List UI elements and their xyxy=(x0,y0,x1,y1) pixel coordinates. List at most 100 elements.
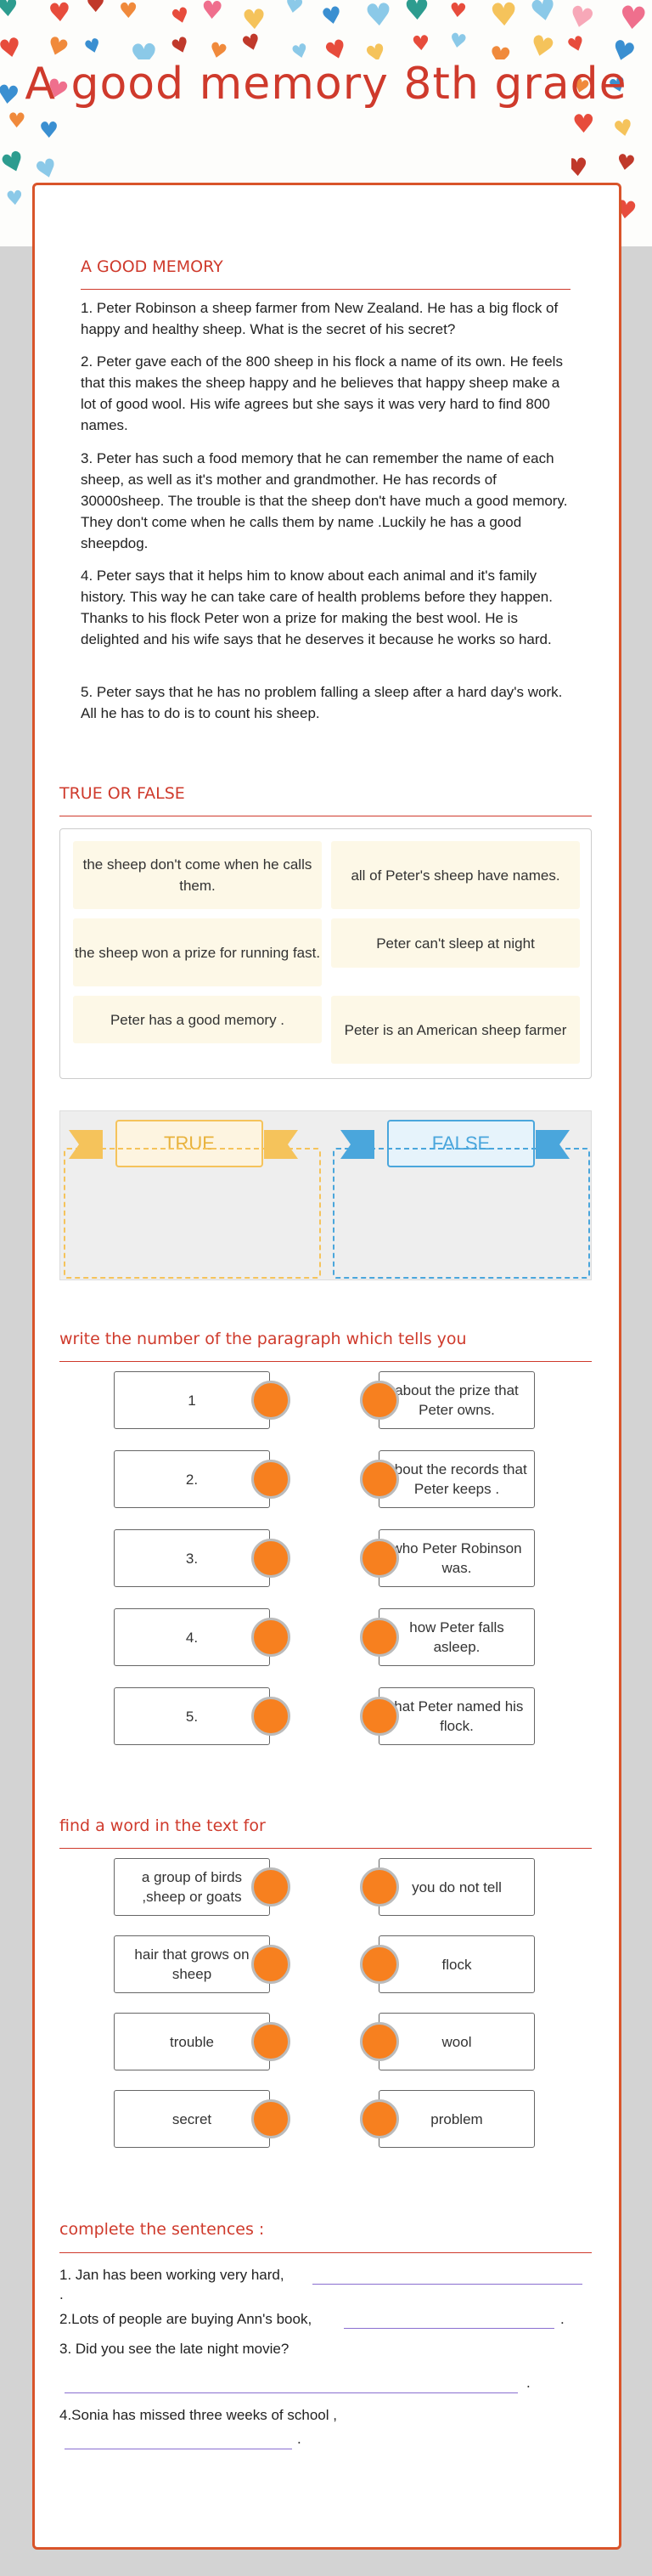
paragraph-match-rule xyxy=(59,1361,592,1362)
reading-heading: A GOOD MEMORY xyxy=(81,257,223,276)
match-left-item[interactable]: 2. xyxy=(114,1450,270,1508)
match-connector-dot[interactable] xyxy=(360,1460,399,1499)
paragraph-5: 5. Peter says that he has no problem fal… xyxy=(81,684,563,721)
match-right-item[interactable]: about the prize that Peter owns. xyxy=(379,1371,535,1429)
match-left-item[interactable]: hair that grows on sheep xyxy=(114,1935,270,1993)
sentence-2-blank[interactable] xyxy=(344,2328,554,2329)
complete-rule xyxy=(59,2252,592,2253)
title-band xyxy=(81,59,571,187)
sentence-1-blank[interactable] xyxy=(312,2284,582,2285)
sentence-3: 3. Did you see the late night movie? xyxy=(59,2341,289,2357)
match-connector-dot[interactable] xyxy=(360,1618,399,1657)
true-label: TRUE xyxy=(115,1120,263,1167)
match-connector-dot[interactable] xyxy=(251,2099,290,2138)
match-left-item[interactable]: secret xyxy=(114,2090,270,2148)
match-left-item[interactable]: 3. xyxy=(114,1529,270,1587)
heart-decoration-icon: ♥ xyxy=(319,1,345,32)
true-false-heading: TRUE OR FALSE xyxy=(59,784,185,803)
match-connector-dot[interactable] xyxy=(251,2022,290,2061)
heart-decoration-icon: ♥ xyxy=(4,187,25,211)
heart-decoration-icon: ♥ xyxy=(611,114,637,144)
sentence-2: 2.Lots of people are buying Ann's book, xyxy=(59,2311,312,2327)
match-connector-dot[interactable] xyxy=(251,1460,290,1499)
heart-decoration-icon: ♥ xyxy=(0,144,30,182)
heart-decoration-icon: ♥ xyxy=(168,2,193,31)
heart-decoration-icon: ♥ xyxy=(447,29,469,54)
match-right-item[interactable]: who Peter Robinson was. xyxy=(379,1529,535,1587)
match-connector-dot[interactable] xyxy=(360,1697,399,1736)
match-connector-dot[interactable] xyxy=(360,1867,399,1907)
match-left-item[interactable]: 4. xyxy=(114,1608,270,1666)
word-match-heading: find a word in the text for xyxy=(59,1816,266,1835)
sentence-2-period: . xyxy=(560,2311,565,2327)
sentence-1: 1. Jan has been working very hard, xyxy=(59,2267,284,2283)
heart-decoration-icon: ♥ xyxy=(47,0,73,29)
heart-decoration-icon: ♥ xyxy=(38,117,59,144)
heart-decoration-icon: ♥ xyxy=(614,149,638,177)
heart-decoration-icon: ♥ xyxy=(527,0,560,31)
match-connector-dot[interactable] xyxy=(251,1867,290,1907)
heart-decoration-icon: ♥ xyxy=(200,0,224,25)
page-title: A good memory 8th grade xyxy=(25,59,627,110)
match-left-item[interactable]: 1 xyxy=(114,1371,270,1429)
paragraph-4: 4. Peter says that it helps him to know … xyxy=(81,568,553,647)
match-connector-dot[interactable] xyxy=(251,1945,290,1984)
statement-card[interactable]: the sheep don't come when he calls them. xyxy=(73,841,322,909)
match-right-item[interactable]: problem xyxy=(379,2090,535,2148)
paragraph-1: 1. Peter Robinson a sheep farmer from Ne… xyxy=(81,300,559,337)
statement-card[interactable]: Peter has a good memory . xyxy=(73,996,322,1043)
match-connector-dot[interactable] xyxy=(360,1945,399,1984)
word-match-rule xyxy=(59,1848,592,1849)
statement-card[interactable]: the sheep won a prize for running fast. xyxy=(73,918,322,986)
true-false-drop-area: TRUE FALSE xyxy=(59,1110,592,1280)
heart-decoration-icon: ♥ xyxy=(85,0,106,19)
heart-decoration-icon: ♥ xyxy=(282,0,306,20)
match-connector-dot[interactable] xyxy=(360,2099,399,2138)
statement-card[interactable]: all of Peter's sheep have names. xyxy=(331,841,580,909)
match-left-item[interactable]: trouble xyxy=(114,2013,270,2070)
complete-heading: complete the sentences : xyxy=(59,2220,265,2239)
match-connector-dot[interactable] xyxy=(360,1381,399,1420)
match-connector-dot[interactable] xyxy=(360,2022,399,2061)
match-right-item[interactable]: wool xyxy=(379,2013,535,2070)
heart-decoration-icon: ♥ xyxy=(447,0,468,23)
match-right-item[interactable]: about the records that Peter keeps . xyxy=(379,1450,535,1508)
heart-decoration-icon: ♥ xyxy=(571,109,596,140)
worksheet-card xyxy=(32,183,621,2550)
heart-decoration-icon: ♥ xyxy=(0,0,20,23)
true-drop-zone[interactable] xyxy=(64,1148,321,1279)
paragraph-match-heading: write the number of the paragraph which … xyxy=(59,1330,467,1348)
reading-rule xyxy=(81,289,570,290)
match-right-item[interactable]: flock xyxy=(379,1935,535,1993)
heart-decoration-icon: ♥ xyxy=(31,151,62,187)
true-ribbon-tail-left xyxy=(69,1130,103,1159)
match-left-item[interactable]: 5. xyxy=(114,1687,270,1745)
match-connector-dot[interactable] xyxy=(360,1539,399,1578)
match-left-item[interactable]: a group of birds ,sheep or goats xyxy=(114,1858,270,1916)
match-right-item[interactable]: you do not tell xyxy=(379,1858,535,1916)
match-right-item[interactable]: how Peter falls asleep. xyxy=(379,1608,535,1666)
heart-decoration-icon: ♥ xyxy=(488,0,520,34)
match-connector-dot[interactable] xyxy=(251,1618,290,1657)
match-connector-dot[interactable] xyxy=(251,1539,290,1578)
match-right-item[interactable]: that Peter named his flock. xyxy=(379,1687,535,1745)
heart-decoration-icon: ♥ xyxy=(411,31,431,56)
false-ribbon-tail-right xyxy=(536,1130,570,1159)
heart-decoration-icon: ♥ xyxy=(403,0,431,28)
heart-decoration-icon: ♥ xyxy=(565,0,598,37)
statement-card[interactable]: Peter can't sleep at night xyxy=(331,918,580,968)
heart-decoration-icon: ♥ xyxy=(118,0,138,24)
sentence-3-blank[interactable] xyxy=(65,2392,518,2393)
sentence-3-period: . xyxy=(526,2375,531,2391)
false-drop-zone[interactable] xyxy=(333,1148,590,1279)
heart-decoration-icon: ♥ xyxy=(617,0,649,38)
statement-card[interactable]: Peter is an American sheep farmer xyxy=(331,996,580,1064)
sentence-4-period: . xyxy=(297,2431,301,2447)
match-connector-dot[interactable] xyxy=(251,1697,290,1736)
paragraph-3: 3. Peter has such a food memory that he … xyxy=(81,450,568,551)
match-connector-dot[interactable] xyxy=(251,1381,290,1420)
sentence-1-period: . xyxy=(59,2286,64,2302)
false-label: FALSE xyxy=(387,1120,535,1167)
false-ribbon-tail-left xyxy=(340,1130,374,1159)
sentence-4: 4.Sonia has missed three weeks of school… xyxy=(59,2407,337,2423)
